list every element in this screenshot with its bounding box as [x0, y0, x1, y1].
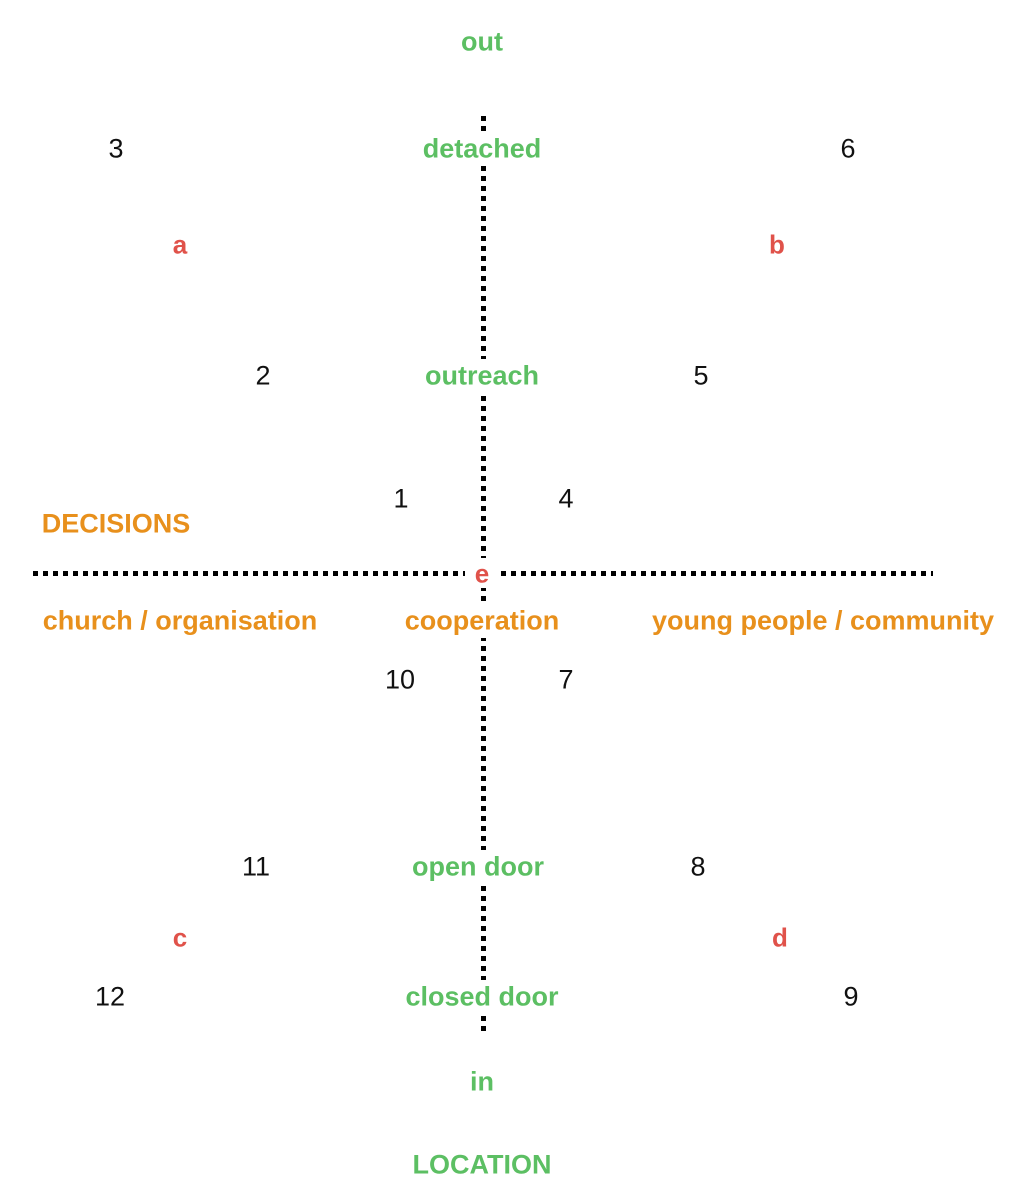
number-11: 11: [241, 851, 271, 882]
quadrant-letter-c: c: [172, 922, 188, 953]
number-1: 1: [393, 483, 409, 514]
axis-title-decisions: DECISIONS: [41, 508, 191, 539]
axis-end-young-people-community: young people / community: [651, 605, 995, 636]
number-7: 7: [558, 664, 574, 695]
number-4: 4: [558, 483, 574, 514]
label-detached: detached: [422, 133, 542, 164]
axis-end-church-organisation: church / organisation: [42, 605, 318, 636]
horizontal-axis-line-left: [33, 571, 465, 576]
number-2: 2: [255, 360, 271, 391]
label-cooperation: cooperation: [404, 605, 560, 636]
label-outreach: outreach: [424, 360, 540, 391]
number-9: 9: [843, 981, 859, 1012]
quadrant-letter-a: a: [172, 229, 188, 260]
axis-end-out: out: [461, 26, 503, 57]
axis-end-in: in: [470, 1066, 494, 1097]
axis-title-location: LOCATION: [412, 1149, 552, 1180]
horizontal-axis-line-right: [501, 571, 933, 576]
quadrant-letter-b: b: [769, 229, 785, 260]
number-6: 6: [840, 133, 856, 164]
center-letter-e: e: [474, 558, 490, 589]
number-5: 5: [693, 360, 709, 391]
label-closed-door: closed door: [405, 981, 559, 1012]
number-10: 10: [384, 664, 416, 695]
number-12: 12: [94, 981, 126, 1012]
number-8: 8: [690, 851, 706, 882]
number-3: 3: [108, 133, 124, 164]
label-open-door: open door: [412, 851, 544, 882]
quadrant-letter-d: d: [772, 922, 788, 953]
